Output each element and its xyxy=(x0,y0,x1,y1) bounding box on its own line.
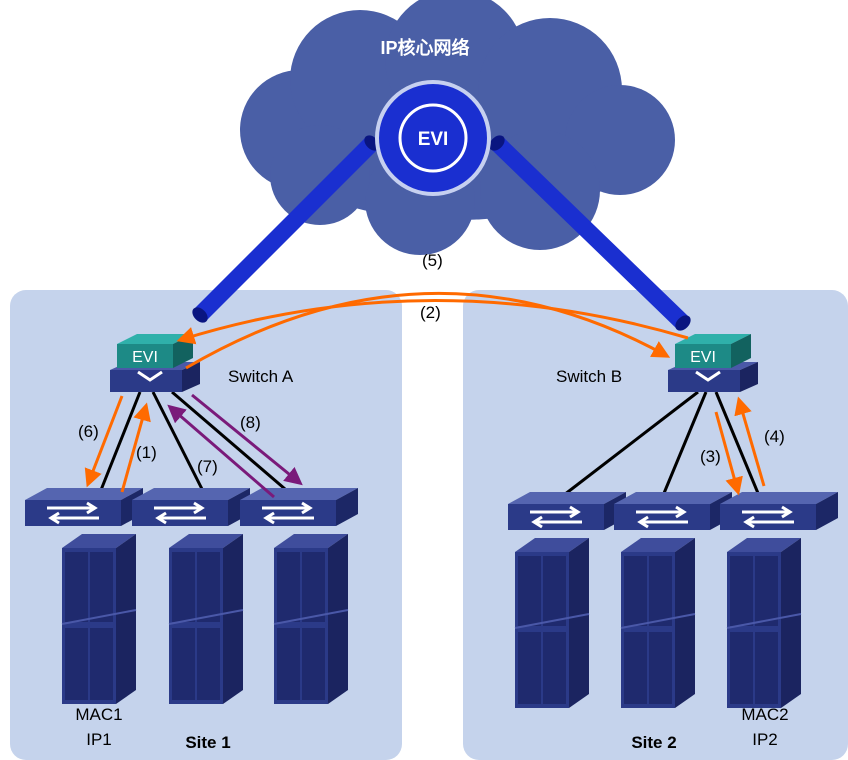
site-2-links xyxy=(559,390,762,500)
switch-a-evi-label: EVI xyxy=(132,349,158,366)
switch-b-evi-label: EVI xyxy=(690,349,716,366)
switch-a-label: Switch A xyxy=(228,367,294,386)
arrow-step-2 xyxy=(176,299,689,345)
server-rack-icon xyxy=(273,533,349,705)
evi-switch-icon xyxy=(668,334,758,392)
access-switch-icon xyxy=(23,486,145,528)
host-2-ip: IP2 xyxy=(752,730,778,749)
step-label-5: (5) xyxy=(422,251,443,270)
access-switch-icon xyxy=(238,486,360,528)
evi-core-label: EVI xyxy=(418,129,449,150)
step-label-6: (6) xyxy=(78,422,99,441)
cloud-title: IP核心网络 xyxy=(380,37,469,58)
access-switch-icon xyxy=(506,490,628,532)
server-rack-icon xyxy=(726,537,802,709)
arrow-step-8 xyxy=(191,393,303,486)
arrow-step-3 xyxy=(714,411,743,496)
host-1-mac: MAC1 xyxy=(75,705,122,724)
server-rack-icon xyxy=(61,533,137,705)
server-rack-icon xyxy=(514,537,590,709)
step-label-4: (4) xyxy=(764,427,785,446)
step-label-7: (7) xyxy=(197,457,218,476)
tunnel-to-switch-b xyxy=(489,135,691,331)
step-label-8: (8) xyxy=(240,413,261,432)
server-rack-icon xyxy=(620,537,696,709)
switch-b: EVI xyxy=(668,334,758,392)
host-2-mac: MAC2 xyxy=(741,705,788,724)
switch-a: EVI xyxy=(110,334,200,392)
arrow-step-4 xyxy=(734,396,766,487)
server-rack-icon xyxy=(168,533,244,705)
arrow-step-1 xyxy=(120,402,151,493)
arrow-step-5 xyxy=(185,291,671,370)
site-2-label: Site 2 xyxy=(631,733,676,752)
access-switch-icon xyxy=(612,490,734,532)
arrow-step-6 xyxy=(84,395,124,488)
step-label-1: (1) xyxy=(136,443,157,462)
access-switch-icon xyxy=(130,486,252,528)
arrow-step-7 xyxy=(167,404,275,499)
step-label-2: (2) xyxy=(420,303,441,322)
host-1-ip: IP1 xyxy=(86,730,112,749)
switch-b-label: Switch B xyxy=(556,367,622,386)
evi-core-icon xyxy=(375,80,491,196)
access-switch-icon xyxy=(718,490,840,532)
site-1-links xyxy=(97,390,293,497)
step-label-3: (3) xyxy=(700,447,721,466)
site-1-label: Site 1 xyxy=(185,733,230,752)
